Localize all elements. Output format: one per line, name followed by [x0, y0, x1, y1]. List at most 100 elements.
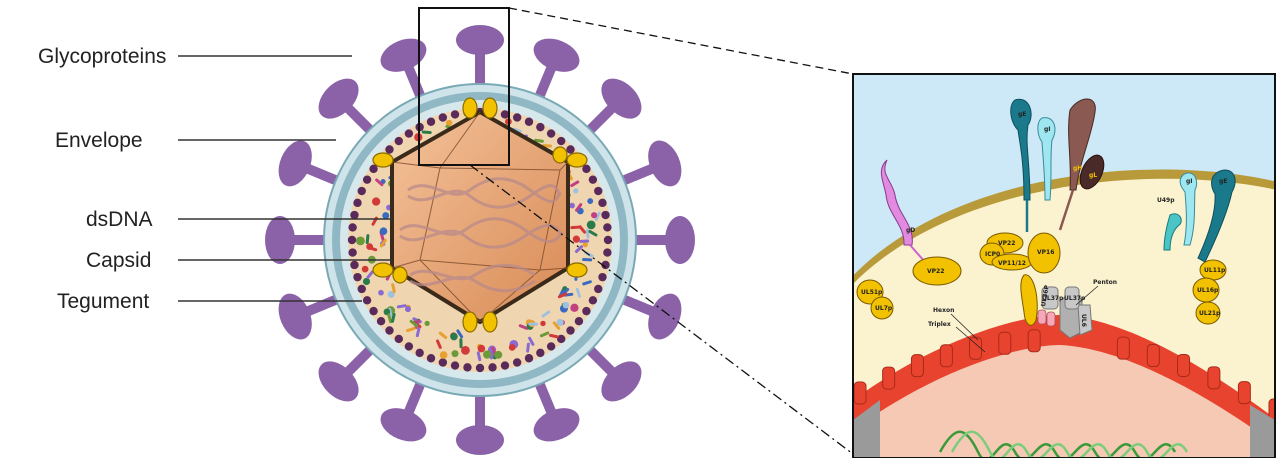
tegument-particle [450, 333, 458, 341]
virion [265, 25, 695, 455]
tegument-particle [452, 350, 459, 357]
tegument-particle [494, 351, 502, 359]
membrane-bead [536, 349, 544, 357]
membrane-bead [604, 236, 612, 244]
tegument-particle [380, 227, 388, 235]
membrane-bead [439, 113, 447, 121]
membrane-bead [601, 211, 609, 219]
inset-label-vp16: VP16 [1037, 249, 1054, 256]
membrane-bead [358, 187, 366, 195]
tegument-particle [405, 306, 411, 312]
membrane-bead [427, 354, 435, 362]
membrane-bead [594, 187, 602, 195]
inset-label-penton: Penton [1093, 279, 1117, 286]
membrane-bead [395, 335, 403, 343]
capsomer [1147, 345, 1159, 367]
tegument-particle [569, 203, 575, 209]
inset-label-ul49p: U49p [1157, 197, 1175, 204]
inset-label-triplex: Triplex [928, 321, 951, 328]
tegument-particle [528, 323, 538, 326]
capsomer [1117, 337, 1129, 359]
membrane-bead [358, 285, 366, 293]
tegument-particle [573, 188, 578, 193]
membrane-bead [415, 349, 423, 357]
inset-label-ge: gE [1018, 111, 1026, 118]
inset-label-ul51p: UL51p [861, 289, 883, 296]
membrane-bead [353, 199, 361, 207]
membrane-bead [525, 354, 533, 362]
tegument-particle [440, 351, 448, 359]
membrane-bead [405, 129, 413, 137]
tegument-particle [509, 344, 516, 351]
membrane-bead [439, 358, 447, 366]
membrane-bead [476, 364, 484, 372]
inset-label-ul11p: UL11p [1204, 267, 1226, 274]
membrane-bead [513, 358, 521, 366]
membrane-bead [350, 211, 358, 219]
label-dsdna: dsDNA [86, 208, 153, 231]
capsomer [1238, 382, 1250, 404]
membrane-bead [369, 307, 377, 315]
membrane-bead [603, 223, 611, 231]
tegument-particle [583, 242, 588, 247]
inset-label-gi: gI [1044, 126, 1051, 133]
membrane-bead [377, 317, 385, 325]
capsomer [911, 355, 923, 377]
inset-label-ge-right: gE [1219, 178, 1227, 185]
membrane-bead [353, 273, 361, 281]
membrane-bead [598, 199, 606, 207]
tegument-particle [579, 239, 589, 242]
capsomer [883, 367, 895, 389]
inset-label-vp11-12: VP11/12 [998, 260, 1026, 267]
membrane-bead [566, 326, 574, 334]
inset-label-gh: gH [1073, 165, 1082, 172]
tegument-particle [478, 345, 486, 353]
membrane-bead [513, 113, 521, 121]
inset-label-gl: gL [1089, 172, 1097, 179]
inset-label-vp22: VP22 [998, 240, 1015, 247]
inset-label-vp22-left: VP22 [927, 268, 944, 275]
tegument-particle [459, 338, 462, 348]
membrane-bead [603, 248, 611, 256]
capsomer [1208, 367, 1220, 389]
membrane-bead [385, 145, 393, 153]
tegument-particle [362, 266, 369, 273]
membrane-bead [566, 145, 574, 153]
membrane-bead [501, 110, 509, 118]
tegument-particle [363, 278, 370, 285]
membrane-bead [589, 296, 597, 304]
tegument-particle [587, 198, 593, 204]
label-envelope: Envelope [55, 129, 143, 152]
inset-label-icp0: ICP0 [985, 251, 1000, 258]
label-tegument: Tegument [57, 290, 149, 313]
inset-label-ul21p: UL21p [1199, 310, 1221, 317]
membrane-bead [598, 273, 606, 281]
tegument-particle [424, 321, 429, 326]
capsomer [1028, 330, 1040, 352]
membrane-bead [405, 342, 413, 350]
tegument-particle [570, 304, 578, 312]
membrane-bead [488, 363, 496, 371]
membrane-bead [589, 175, 597, 183]
membrane-bead [363, 296, 371, 304]
inset-label-ul37p-b: UL37p [1064, 295, 1086, 302]
inset-label-ul6: UL6 [1080, 314, 1087, 327]
tegument-particle [461, 346, 470, 355]
tegument-particle [587, 220, 596, 229]
tegument-particle [356, 236, 365, 245]
membrane-bead [547, 342, 555, 350]
membrane-bead [557, 137, 565, 145]
tegument-particle [378, 290, 384, 296]
membrane-bead [451, 110, 459, 118]
tegument-particle [563, 302, 570, 309]
tegument-particle [582, 258, 592, 262]
membrane-bead [547, 129, 555, 137]
membrane-bead [348, 248, 356, 256]
membrane-bead [463, 363, 471, 371]
membrane-bead [525, 118, 533, 126]
inset-label-gi-right: gI [1186, 178, 1193, 185]
tegument-particle [591, 212, 597, 218]
inset-label-ul37p-a: UL37p [1042, 295, 1064, 302]
membrane-bead [348, 223, 356, 231]
